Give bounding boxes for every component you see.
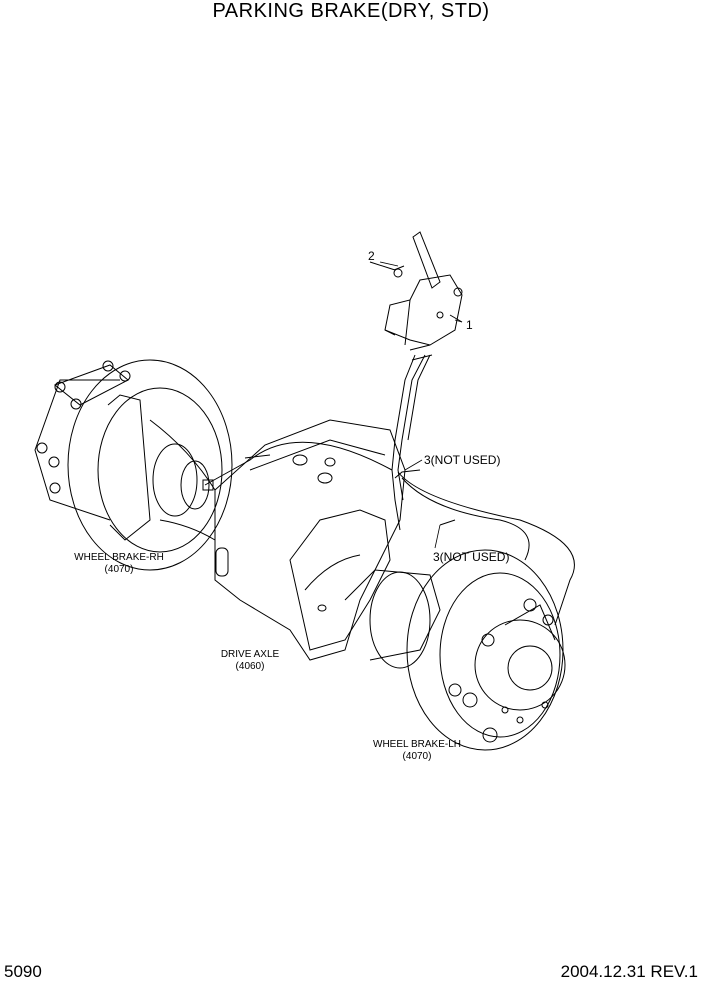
parking-brake-lever <box>369 231 463 346</box>
callout-item-2: 2 <box>368 249 375 263</box>
drive-axle-label: DRIVE AXLE (4060) <box>200 649 300 673</box>
drive-axle-ref: (4060) <box>235 661 265 672</box>
wheel-brake-rh-ref: (4070) <box>104 564 134 575</box>
brake-cables <box>202 344 575 626</box>
page-number: 5090 <box>4 962 42 981</box>
wheel-brake-lh-label: WHEEL BRAKE-LH (4070) <box>362 739 472 763</box>
wheel-brake-lh-drawing <box>344 549 566 751</box>
wheel-brake-rh-label: WHEEL BRAKE-RH (4070) <box>64 552 174 576</box>
revision-date: 2004.12.31 REV.1 <box>560 962 698 981</box>
callout-item-3-upper: 3(NOT USED) <box>424 453 501 467</box>
leader-lines <box>379 261 463 549</box>
drive-axle-housing <box>214 419 406 661</box>
wheel-brake-rh-drawing <box>34 359 233 571</box>
callout-item-3-lower: 3(NOT USED) <box>433 550 510 564</box>
wheel-brake-lh-name: WHEEL BRAKE-LH <box>373 739 461 750</box>
wheel-brake-lh-ref: (4070) <box>402 751 432 762</box>
drive-axle-name: DRIVE AXLE <box>220 649 280 660</box>
wheel-brake-rh-name: WHEEL BRAKE-RH <box>74 552 164 563</box>
callout-item-1: 1 <box>466 318 473 332</box>
page-title: PARKING BRAKE(DRY, STD) <box>212 0 490 22</box>
